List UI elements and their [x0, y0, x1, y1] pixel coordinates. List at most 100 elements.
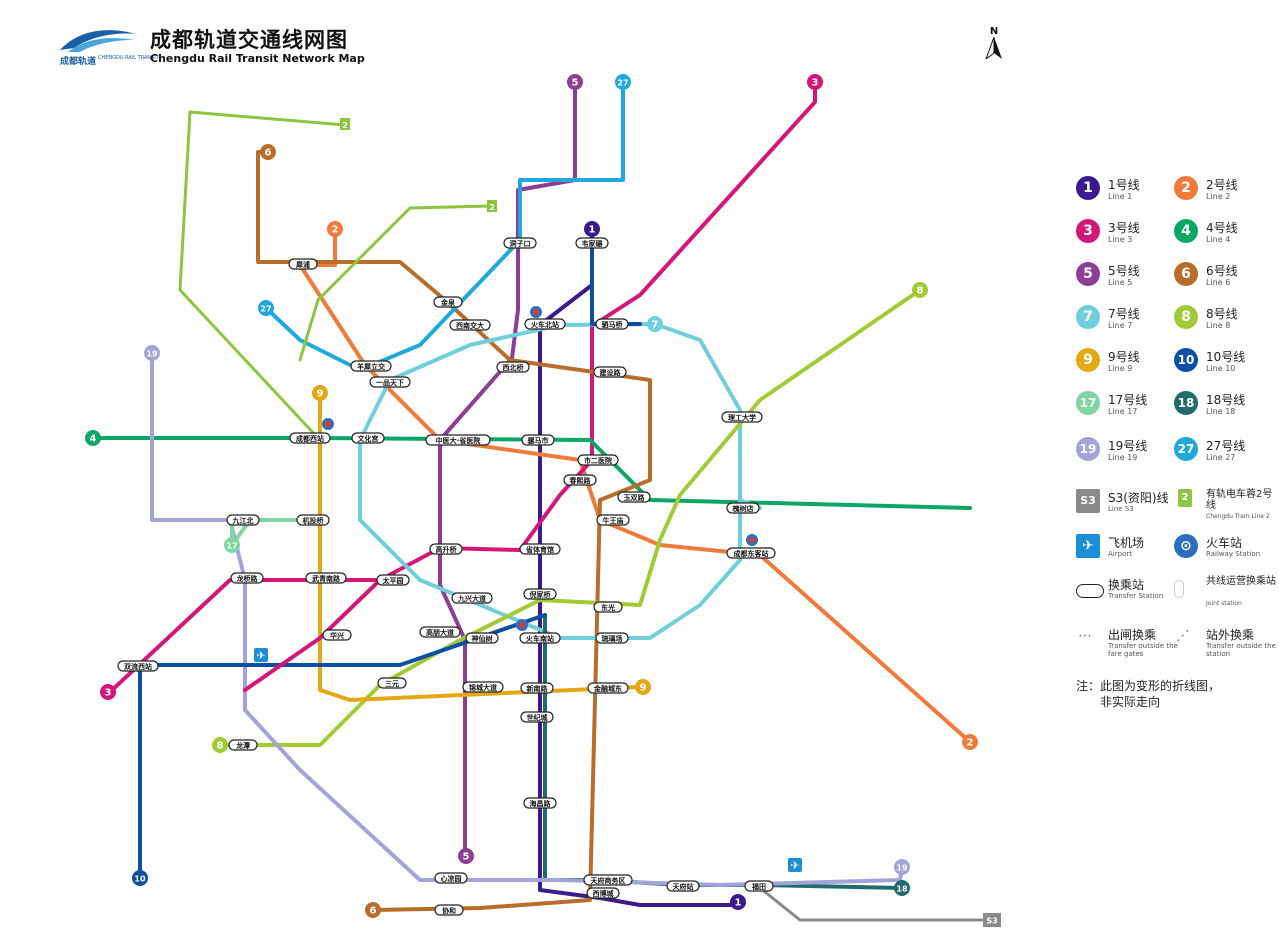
svg-text:1: 1 [735, 898, 742, 909]
transfer-station[interactable]: 龙潭 [228, 739, 258, 751]
legend-line-name-cn: 4号线 [1206, 221, 1238, 235]
railway-station-icon[interactable] [746, 534, 758, 546]
transfer-station[interactable]: 高朋大道 [419, 626, 461, 638]
line-6-terminal-badge: 6 [365, 902, 381, 918]
transfer-station[interactable]: 双流西站 [117, 660, 159, 672]
svg-text:9: 9 [317, 389, 324, 400]
transfer-outside-station-icon: ⋰ [1176, 628, 1190, 644]
transfer-station[interactable]: 金融城东 [587, 682, 629, 694]
transfer-station[interactable]: 天府站 [666, 880, 700, 892]
transfer-station[interactable]: 西博城 [586, 887, 620, 899]
transfer-station[interactable]: 锦城大道 [462, 681, 504, 693]
transfer-station[interactable]: 成都东客站 [726, 547, 776, 559]
transfer-station[interactable]: 中医大·省医院 [425, 434, 491, 446]
transfer-station[interactable]: 省体育馆 [519, 543, 561, 555]
transfer-station[interactable]: 高升桥 [429, 543, 463, 555]
transfer-station[interactable]: 三元 [377, 677, 407, 689]
legend-line-name-en: Line 17 [1108, 407, 1138, 416]
legend-line-name-en: Line 18 [1206, 407, 1236, 416]
transfer-station-name: 一品天下 [376, 378, 404, 387]
transfer-station[interactable]: 九兴大道 [451, 592, 493, 604]
transfer-station[interactable]: 天府商务区 [583, 874, 633, 886]
legend-line-name-cn: 2号线 [1206, 178, 1238, 192]
transfer-station[interactable]: 心凉园 [434, 872, 468, 884]
transfer-station[interactable]: 西北桥 [496, 361, 530, 373]
legend-label-en: Railway Station [1206, 550, 1261, 558]
transfer-station[interactable]: 协和 [434, 904, 464, 916]
transfer-station[interactable]: 神仙树 [465, 632, 499, 644]
legend-line-name-cn: 5号线 [1108, 264, 1140, 278]
transfer-station[interactable]: 玉双路 [617, 491, 651, 503]
line-5-terminal-badge: 5 [458, 848, 474, 864]
line-18-badge-icon: 18 [1174, 391, 1198, 415]
railway-station-icon[interactable] [516, 619, 528, 631]
transfer-station[interactable]: 槐树店 [726, 502, 760, 514]
transfer-station[interactable]: 骡马市 [521, 434, 555, 446]
transfer-station[interactable]: 一品天下 [369, 376, 411, 388]
transfer-station[interactable]: 太平园 [376, 574, 410, 586]
map-note: 注：此图为变形的折线图， 非实际走向 [1076, 678, 1220, 710]
line-19-terminal-badge: 19 [144, 345, 160, 361]
transfer-station[interactable]: 机投桥 [296, 514, 330, 526]
joint-station-icon [1174, 580, 1184, 598]
line-6-route [256, 150, 652, 912]
transfer-station[interactable]: 武青南路 [305, 572, 347, 584]
transfer-station[interactable]: 建设路 [593, 366, 627, 378]
transfer-station-name: 文化宫 [358, 434, 379, 443]
transfer-station[interactable]: 文化宫 [351, 432, 385, 444]
transfer-station[interactable]: 新南路 [520, 682, 554, 694]
transfer-station-name: 中医大·省医院 [436, 436, 481, 445]
transfer-station[interactable]: 金泉 [433, 296, 463, 308]
line-5-route [438, 80, 577, 860]
transfer-station[interactable]: 海昌路 [523, 797, 557, 809]
railway-station-icon[interactable] [322, 418, 334, 430]
svg-text:1: 1 [589, 225, 596, 236]
transfer-station-name: 市二医院 [584, 456, 612, 465]
transfer-station[interactable]: 犀浦 [288, 258, 318, 270]
line-3-badge-icon: 3 [1076, 219, 1100, 243]
transfer-station[interactable]: 成都西站 [289, 432, 331, 444]
airport-icon[interactable]: ✈ [788, 858, 802, 872]
svg-text:✈: ✈ [256, 649, 265, 662]
line-7-terminal-badge: 7 [647, 316, 663, 332]
transfer-station[interactable]: 火车南站 [519, 632, 561, 644]
svg-text:19: 19 [146, 350, 158, 359]
transfer-station[interactable]: 驷马桥 [595, 318, 629, 330]
transfer-station[interactable]: 火车北站 [524, 318, 566, 330]
legend-label-cn: 站外换乘 [1206, 628, 1255, 642]
transfer-station-name: 心凉园 [441, 874, 462, 883]
transfer-station[interactable]: 华兴 [322, 629, 352, 641]
transfer-station[interactable]: 福田 [744, 880, 774, 892]
transfer-station[interactable]: 琉璃场 [595, 632, 629, 644]
airport-icon[interactable]: ✈ [254, 648, 268, 662]
transfer-station[interactable]: 韦家碾 [575, 237, 609, 249]
transfer-station[interactable]: 春熙路 [563, 474, 597, 486]
transfer-station[interactable]: 洞子口 [503, 237, 537, 249]
line-10-route [138, 613, 547, 880]
transfer-station[interactable]: 东光 [593, 601, 623, 613]
transfer-station[interactable]: 九江北 [226, 514, 260, 526]
transfer-station[interactable]: 倪家桥 [523, 588, 557, 600]
legend-line-name-cn: 7号线 [1108, 307, 1140, 321]
transfer-station[interactable]: 理工大学 [721, 411, 763, 423]
transfer-station[interactable]: 牛王庙 [596, 514, 630, 526]
transfer-station-name: 犀浦 [295, 260, 310, 269]
line-17-badge-icon: 17 [1076, 391, 1100, 415]
legend-line-name-cn: 18号线 [1206, 393, 1246, 407]
transfer-station[interactable]: 市二医院 [577, 454, 619, 466]
transfer-station[interactable]: 西南交大 [449, 319, 491, 331]
transfer-station[interactable]: 龙桥路 [230, 572, 264, 584]
transfer-station-name: 西北桥 [503, 363, 525, 372]
railway-station-icon[interactable] [530, 306, 542, 318]
transfer-station-name: 牛王庙 [603, 516, 624, 525]
transfer-station[interactable]: 羊犀立交 [350, 360, 392, 372]
transfer-station[interactable]: 世纪城 [520, 711, 554, 723]
north-arrow-icon [984, 36, 1002, 61]
transfer-station-name: 锦城大道 [469, 683, 497, 692]
line-27-route [264, 80, 625, 372]
transfer-station-name: 东光 [601, 603, 615, 612]
